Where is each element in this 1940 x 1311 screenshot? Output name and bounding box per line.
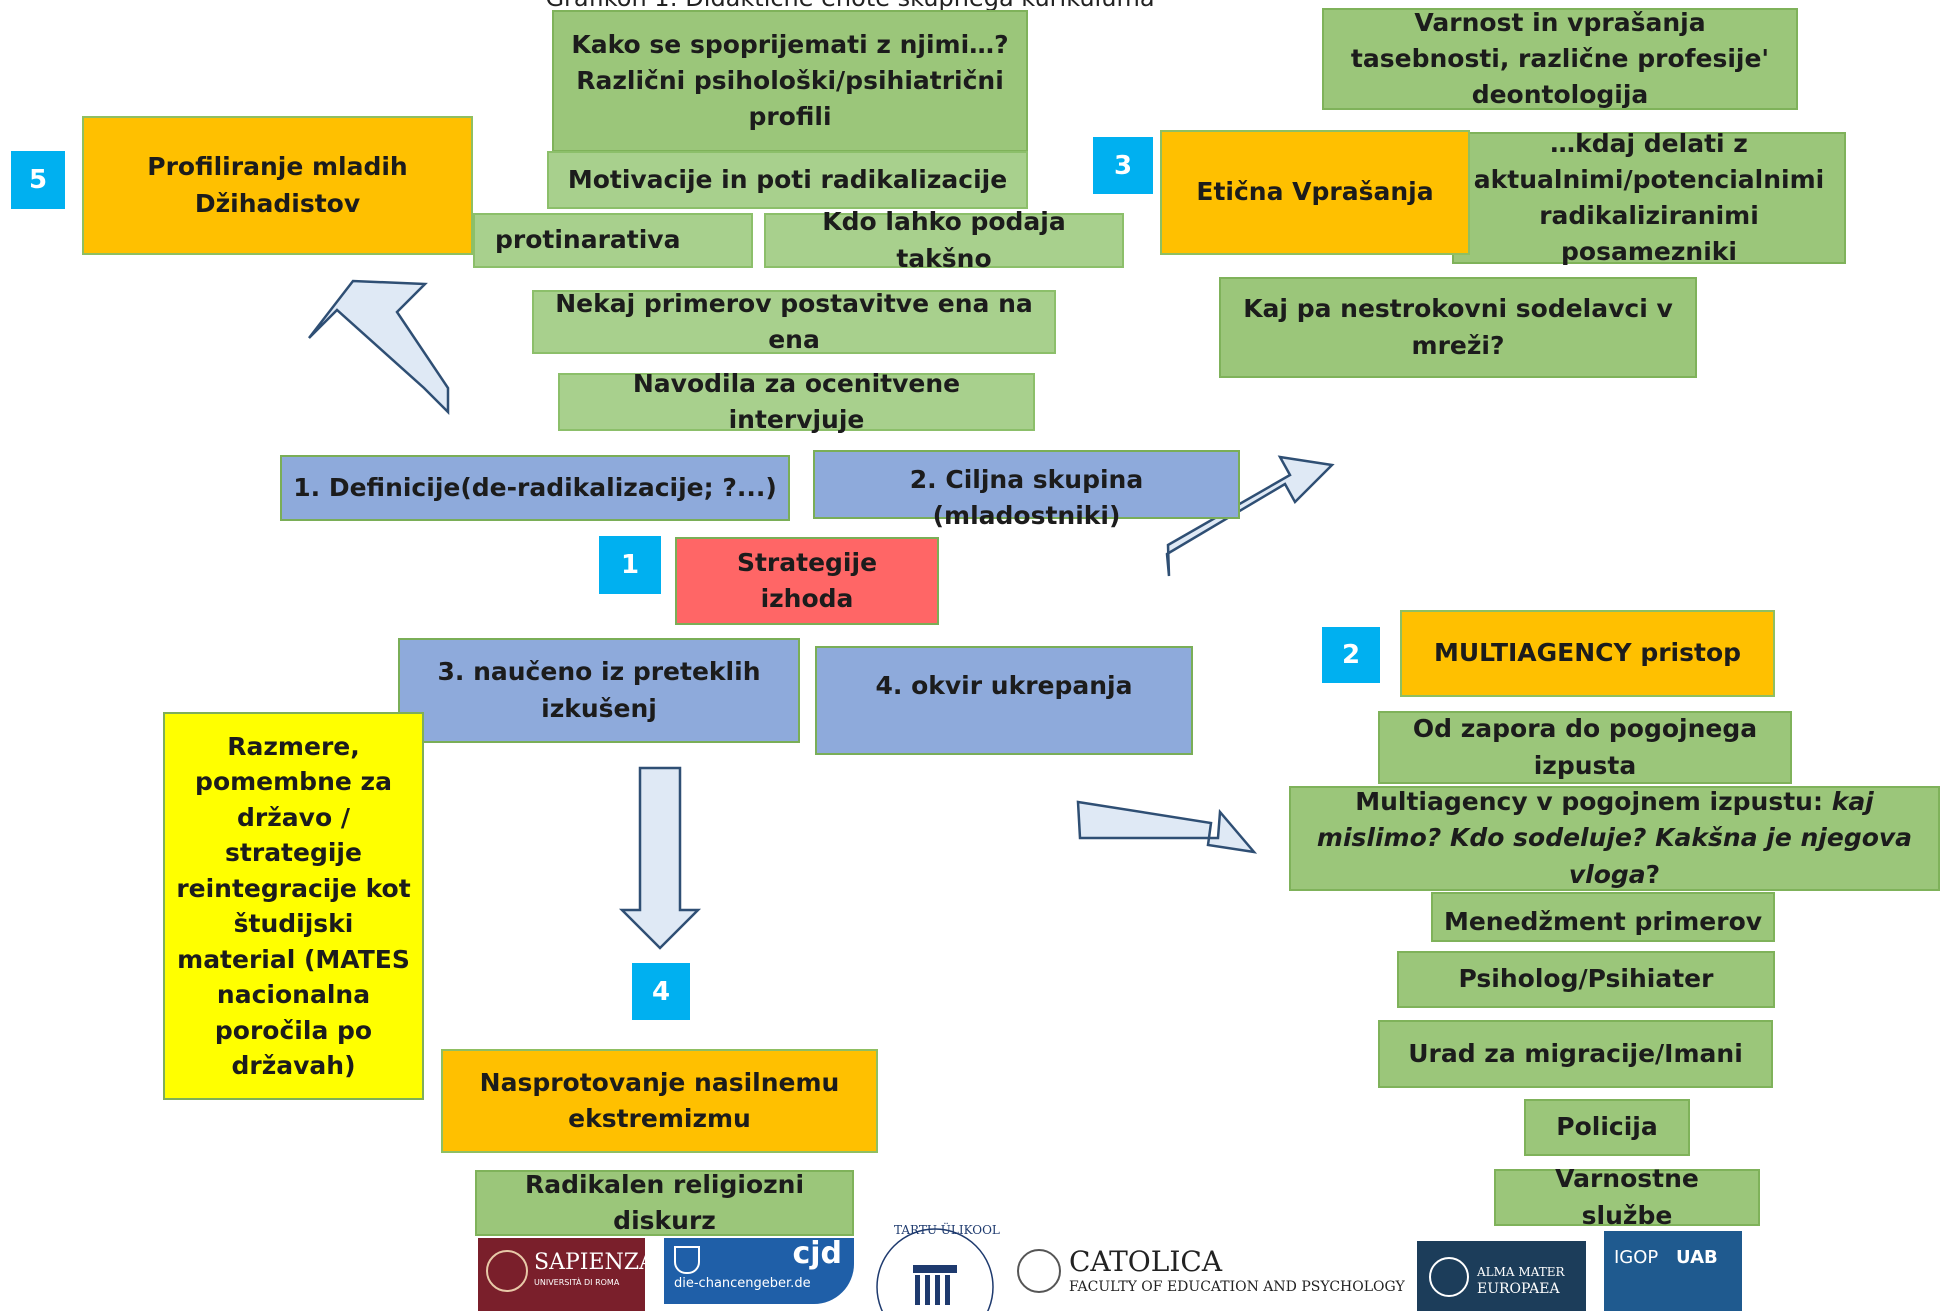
diagram-caption: Grafikon 1: Didaktične enote skupnega ku… xyxy=(0,0,1700,12)
multiagency-parole-text: Multiagency v pogojnem izpustu: kaj misl… xyxy=(1301,784,1928,893)
country-conditions-box: Razmere, pomembne za državo / strategije… xyxy=(163,712,424,1100)
motivations-box: Motivacije in poti radikalizacije xyxy=(547,151,1028,209)
arrow-to-cve xyxy=(618,766,702,950)
igop-wordmark: IGOP xyxy=(1614,1247,1659,1268)
security-services-box: Varnostne službe xyxy=(1494,1164,1760,1230)
alma-mater-subtitle: EUROPAEA xyxy=(1477,1281,1560,1297)
alma-mater-globe-icon xyxy=(1429,1257,1469,1297)
catolica-wordmark: CATOLICA xyxy=(1069,1245,1223,1278)
security-privacy-box: Varnost in vprašanja tasebnosti, različn… xyxy=(1322,8,1798,110)
prison-to-parole-box: Od zapora do pogojnega izpusta xyxy=(1378,711,1792,784)
catolica-logo: CATOLICA FACULTY OF EDUCATION AND PSYCHO… xyxy=(1015,1245,1405,1305)
radical-religious-discourse-box: Radikalen religiozni diskurz xyxy=(475,1170,854,1236)
igop-uab-logo: IGOP UAB xyxy=(1604,1231,1742,1311)
cve-title: Nasprotovanje nasilnemu ekstremizmu xyxy=(479,1067,840,1133)
branch-target-group: 2. Ciljna skupina (mladostniki) xyxy=(813,450,1240,530)
multiagency-parole-box: Multiagency v pogojnem izpustu: kaj misl… xyxy=(1289,786,1940,891)
psychologist-label: Psiholog/Psihiater xyxy=(1458,964,1714,994)
alma-mater-logo: ALMA MATER EUROPAEA xyxy=(1417,1241,1586,1311)
number-badge-4: 4 xyxy=(632,963,690,1020)
counter-narrative-label: protinarativa xyxy=(495,225,681,255)
sapienza-subtitle: UNIVERSITÀ DI ROMA xyxy=(534,1278,620,1287)
parole-prefix: Multiagency v pogojnem izpustu: xyxy=(1355,787,1832,817)
tartu-logo: TARTU ÜLIKOOL xyxy=(870,1215,1000,1311)
security-services-label: Varnostne službe xyxy=(1555,1164,1699,1230)
who-can-deliver-label: Kdo lahko podaja takšno xyxy=(822,207,1066,273)
when-to-work-box: …kdaj delati z aktualnimi/potencialnimi … xyxy=(1452,129,1846,266)
branch-lessons-learned-label: 3. naučeno iz preteklih izkušenj xyxy=(437,657,761,723)
radical-religious-discourse-label: Radikalen religiozni diskurz xyxy=(524,1169,805,1235)
non-professional-collaborators-label: Kaj pa nestrokovni sodelavci v mreži? xyxy=(1243,294,1673,360)
security-privacy-label: Varnost in vprašanja tasebnosti, različn… xyxy=(1350,7,1770,110)
sapienza-wordmark: SAPIENZA xyxy=(534,1250,645,1275)
parole-suffix: ? xyxy=(1645,859,1661,889)
assessment-guidelines-label: Navodila za ocenitvene intervjuje xyxy=(632,368,961,434)
countering-violent-extremism: Nasprotovanje nasilnemu ekstremizmu xyxy=(441,1049,878,1153)
tartu-seal-icon xyxy=(876,1228,994,1311)
country-conditions-label: Razmere, pomembne za državo / strategije… xyxy=(176,731,411,1081)
number-badge-3: 3 xyxy=(1093,137,1153,194)
profiling-title: Profiliranje mladih Džihadistov xyxy=(147,152,408,218)
how-to-cope-box: Kako se spoprijemati z njimi…? Različni … xyxy=(552,10,1028,152)
catolica-subtitle: FACULTY OF EDUCATION AND PSYCHOLOGY xyxy=(1069,1279,1405,1295)
catolica-seal-icon xyxy=(1017,1249,1061,1293)
cjd-wordmark: cjd xyxy=(792,1238,842,1271)
psychologist-box: Psiholog/Psihiater xyxy=(1397,951,1775,1008)
arrow-to-profiling xyxy=(308,279,450,416)
arrow-to-ethics xyxy=(1165,455,1335,577)
center-label: Strategije izhoda xyxy=(736,547,878,613)
profiling-young-jihadists: Profiliranje mladih Džihadistov xyxy=(82,116,473,255)
police-label: Policija xyxy=(1556,1112,1658,1142)
non-professional-collaborators-box: Kaj pa nestrokovni sodelavci v mreži? xyxy=(1219,277,1697,378)
ethical-questions-title: Etična Vprašanja xyxy=(1196,177,1434,207)
arrow-to-multiagency xyxy=(1076,800,1258,854)
branch-definitions: 1. Definicije(de-radikalizacije; ?...) xyxy=(280,455,790,521)
one-on-one-examples-label: Nekaj primerov postavitve ena na ena xyxy=(555,288,1033,354)
sapienza-seal-icon xyxy=(486,1250,528,1292)
branch-action-framework-label: 4. okvir ukrepanja xyxy=(875,671,1133,700)
case-management-box: Menedžment primerov xyxy=(1431,892,1775,942)
who-can-deliver-box: Kdo lahko podaja takšno xyxy=(764,207,1124,273)
cjd-subtitle: die-chancengeber.de xyxy=(674,1276,811,1291)
migration-office-label: Urad za migracije/Imani xyxy=(1408,1038,1743,1068)
assessment-guidelines-box: Navodila za ocenitvene intervjuje xyxy=(558,369,1035,434)
branch-action-framework: 4. okvir ukrepanja xyxy=(815,646,1193,755)
branch-definitions-label: 1. Definicije(de-radikalizacije; ?...) xyxy=(293,472,777,502)
how-to-cope-label: Kako se spoprijemati z njimi…? Različni … xyxy=(571,29,1009,132)
number-badge-2: 2 xyxy=(1322,627,1380,683)
branch-lessons-learned: 3. naučeno iz preteklih izkušenj xyxy=(398,638,800,743)
tartu-wordmark: TARTU ÜLIKOOL xyxy=(894,1223,1000,1237)
prison-to-parole-label: Od zapora do pogojnega izpusta xyxy=(1412,714,1758,780)
number-badge-1: 1 xyxy=(599,536,661,594)
when-to-work-label: …kdaj delati z aktualnimi/potencialnimi … xyxy=(1473,128,1825,267)
branch-target-group-label: 2. Ciljna skupina (mladostniki) xyxy=(909,465,1144,531)
multiagency-title: MULTIAGENCY pristop xyxy=(1433,638,1742,668)
case-management-label: Menedžment primerov xyxy=(1443,907,1763,936)
cjd-logo: cjd die-chancengeber.de xyxy=(664,1238,854,1304)
motivations-label: Motivacije in poti radikalizacije xyxy=(567,164,1008,194)
center-exit-strategies: Strategije izhoda xyxy=(675,537,939,625)
ethical-questions: Etična Vprašanja xyxy=(1160,130,1470,255)
cjd-shield-icon xyxy=(674,1246,700,1274)
number-badge-5: 5 xyxy=(11,151,65,209)
alma-mater-wordmark: ALMA MATER xyxy=(1477,1265,1565,1279)
multiagency-approach: MULTIAGENCY pristop xyxy=(1400,610,1775,697)
parole-questions: kaj mislimo? Kdo sodeluje? Kakšna je nje… xyxy=(1316,787,1913,889)
counter-narrative-box: protinarativa xyxy=(473,213,753,268)
one-on-one-examples-box: Nekaj primerov postavitve ena na ena xyxy=(532,289,1056,354)
uab-wordmark: UAB xyxy=(1676,1247,1718,1268)
sapienza-logo: SAPIENZA UNIVERSITÀ DI ROMA xyxy=(478,1238,645,1311)
police-box: Policija xyxy=(1524,1099,1690,1156)
migration-office-box: Urad za migracije/Imani xyxy=(1378,1020,1773,1088)
